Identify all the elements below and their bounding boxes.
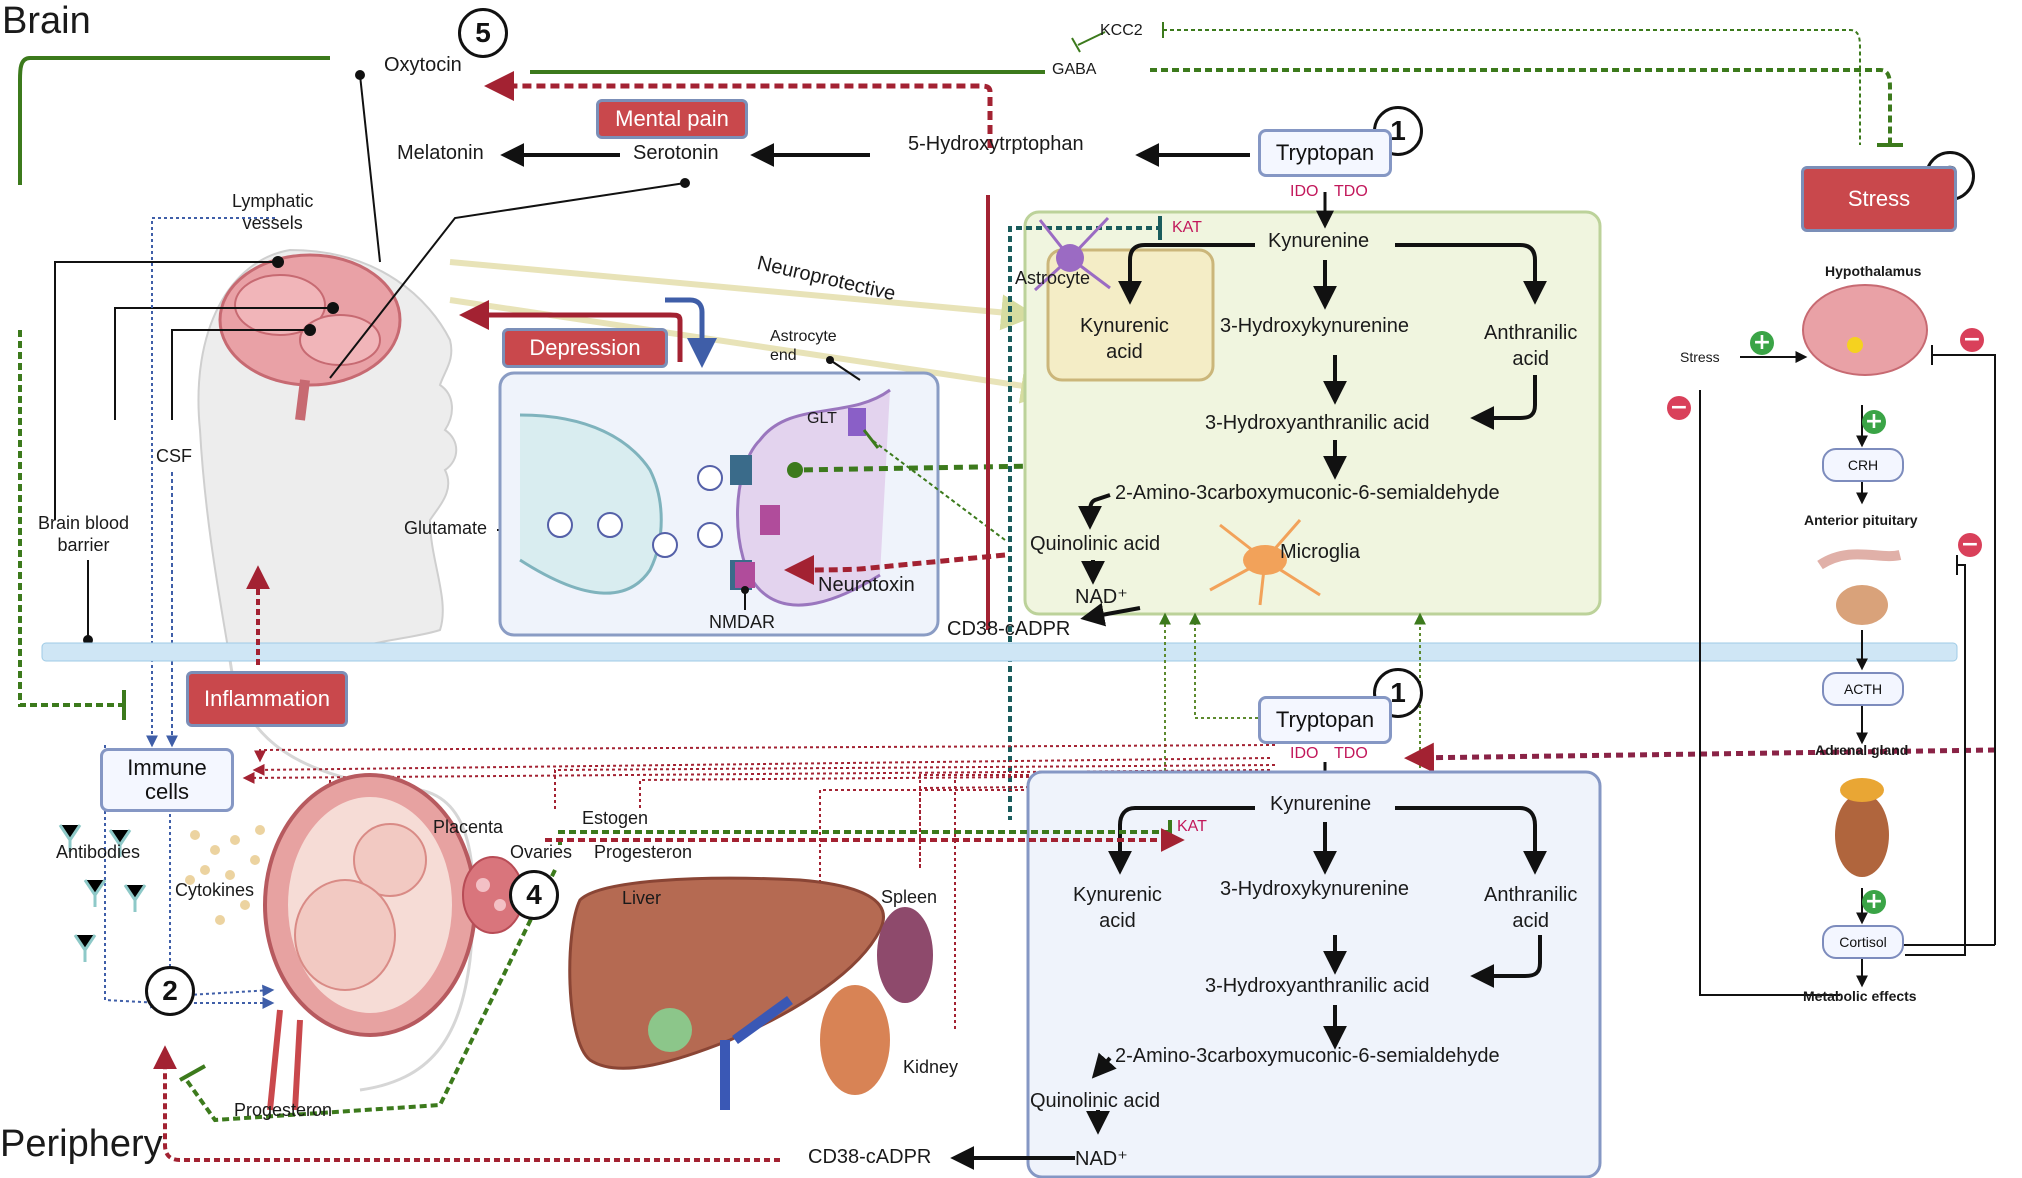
crh-pill: CRH [1822,448,1904,482]
spleen-illustration [877,907,933,1003]
stress-box: Stress [1801,166,1957,232]
lymphatic-vessels-label: Lymphatic vessels [232,191,314,233]
brain-kynurenic-acid-label: Kynurenic acid [1080,315,1169,363]
liver-illustration [568,876,885,1070]
plus-icon: + [1862,410,1886,434]
inflammation-box: Inflammation [186,671,348,727]
region-periphery: Periphery [0,1123,163,1165]
periphery-kynurenine-panel [1026,770,1602,1178]
minus-icon: − [1958,533,1982,557]
periphery-semialdehyde-label: 2-Amino-3carboxymuconic-6-semialdehyde [1115,1045,1500,1067]
synapse-illustration [519,388,891,607]
brain-semialdehyde-label: 2-Amino-3carboxymuconic-6-semialdehyde [1115,482,1500,504]
periphery-quinolinic-label: Quinolinic acid [1030,1090,1161,1112]
glutamate-label: Glutamate [404,518,488,538]
minus-icon: − [1667,396,1691,420]
astrocyte-illustration [1033,216,1111,292]
glt-label: GLT [807,410,837,427]
metabolic-effects-label: Metabolic effects [1803,988,1917,1004]
cytokines-illustration [185,825,265,925]
estogen-label: Estogen [582,808,649,828]
brain-anthranilic-acid-label: Anthranilic acid [1484,322,1578,370]
periphery-tdo-label: TDO [1334,745,1368,762]
periphery-hydroxyanthranilic-label: 3-Hydroxyanthranilic acid [1205,975,1430,997]
gaba-label: GABA [1052,61,1097,78]
serotonin-label: Serotonin [633,142,719,164]
brain-hydroxykynurenine-label: 3-Hydroxykynurenine [1220,315,1409,337]
depression-box: Depression [502,328,668,368]
hydroxytryptophan-label: 5-Hydroxytrptophan [908,133,1084,155]
ovary-illustration [462,856,524,934]
melatonin-label: Melatonin [397,142,484,164]
periphery-hydroxykynurenine-label: 3-Hydroxykynurenine [1220,878,1409,900]
vessels-illustration [720,995,793,1110]
acth-pill: ACTH [1822,672,1904,706]
plus-icon: + [1862,890,1886,914]
kidney-illustration [820,985,890,1095]
blood-brain-barrier-membrane [41,642,1958,662]
ovaries-label: Ovaries [510,842,573,862]
periphery-ido-label: IDO [1290,745,1319,762]
immune-cells-box: Immune cells [100,748,234,812]
spleen-label: Spleen [881,887,938,907]
oxytocin-label: Oxytocin [384,54,462,76]
periphery-kynurenic-acid-label: Kynurenic acid [1073,884,1162,932]
plus-icon: + [1750,331,1774,355]
hpa-stress-label: Stress [1680,349,1720,365]
kidney-label: Kidney [903,1057,959,1077]
tryptophan-periphery-box: Tryptopan [1258,696,1392,744]
periphery-cd38-label: CD38-cADPR [808,1146,932,1168]
minus-icon: − [1960,328,1984,352]
cd38-brain-label: CD38-cADPR [947,618,1071,640]
brain-hydroxyanthranilic-label: 3-Hydroxyanthranilic acid [1205,412,1430,434]
placenta-label: Placenta [433,817,504,837]
periphery-kat-label: KAT [1177,818,1207,835]
region-brain: Brain [2,0,91,42]
adrenal-illustration [1835,778,1889,877]
progesteron-bottom-label: Progesteron [234,1100,333,1120]
brain-kynurenine-label: Kynurenine [1268,230,1370,252]
cortisol-pill: Cortisol [1822,925,1904,959]
marker-4: 4 [509,870,559,920]
brain-kat-label: KAT [1172,219,1202,236]
hypothalamus-label: Hypothalamus [1825,263,1922,279]
antibodies-label: Antibodies [56,842,141,862]
periphery-nad-label: NAD⁺ [1075,1148,1128,1170]
liver-label: Liver [622,888,662,908]
antibodies-illustration [58,824,147,962]
brain-nad-label: NAD⁺ [1075,586,1128,608]
astrocyte-label: Astrocyte [1015,268,1091,288]
brain-blood-barrier-label: Brain blood barrier [38,513,130,555]
hypothalamus-illustration [1802,284,1928,376]
brain-quinolinic-label: Quinolinic acid [1030,533,1161,555]
uterus-fetus-illustration [263,773,477,1111]
adrenal-gland-label: Adrenal gland [1815,742,1909,758]
marker-2: 2 [145,966,195,1016]
cytokines-label: Cytokines [175,880,255,900]
csf-label: CSF [156,446,192,466]
periphery-kynurenine-label: Kynurenine [1270,793,1372,815]
astrocyte-end-label: Astrocyte end [770,328,837,364]
marker-5: 5 [458,8,508,58]
microglia-illustration [1209,519,1321,606]
tryptophan-brain-box: Tryptopan [1258,129,1392,177]
brain-tdo-label: TDO [1334,183,1368,200]
periphery-anthranilic-acid-label: Anthranilic acid [1484,884,1578,932]
microglia-label: Microglia [1280,541,1361,563]
mental-pain-box: Mental pain [596,99,748,139]
pituitary-illustration [1817,549,1902,625]
kcc2-label: KCC2 [1100,22,1143,39]
progesteron-top-label: Progesteron [594,842,693,862]
nmdar-label: NMDAR [709,612,775,632]
neurotoxin-label: Neurotoxin [818,574,915,596]
anterior-pituitary-label: Anterior pituitary [1804,512,1918,528]
brain-ido-label: IDO [1290,183,1319,200]
